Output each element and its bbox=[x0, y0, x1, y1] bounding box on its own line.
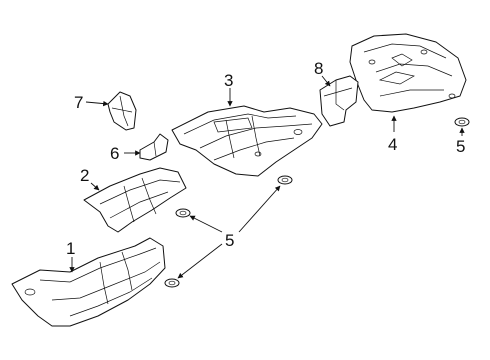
grommet-5-c bbox=[175, 208, 191, 218]
callout-6: 6 bbox=[110, 144, 119, 163]
grommet-5-b bbox=[277, 175, 293, 185]
bracket-8 bbox=[319, 75, 359, 127]
callout-5-center: 5 bbox=[225, 231, 234, 250]
leader-5-to-d bbox=[177, 243, 223, 279]
leader-8 bbox=[321, 75, 331, 87]
callout-8: 8 bbox=[314, 59, 323, 78]
callout-3: 3 bbox=[224, 71, 233, 90]
underbody-shield-3 bbox=[171, 105, 323, 177]
bracket-7 bbox=[107, 91, 137, 131]
grommet-5-a bbox=[454, 117, 470, 127]
callout-4: 4 bbox=[388, 135, 397, 154]
leader-5-to-b bbox=[238, 185, 281, 233]
grommet-5-d bbox=[164, 278, 180, 288]
callout-1: 1 bbox=[66, 239, 75, 258]
bracket-6 bbox=[139, 133, 169, 161]
leader-5-to-c bbox=[189, 215, 223, 233]
leader-2 bbox=[90, 182, 100, 191]
callout-7: 7 bbox=[74, 93, 83, 112]
heat-shield-1 bbox=[11, 237, 166, 327]
callout-2: 2 bbox=[80, 166, 89, 185]
leader-7 bbox=[85, 100, 109, 107]
callout-5-right: 5 bbox=[456, 137, 465, 156]
rear-shield-4 bbox=[349, 33, 467, 113]
heat-shield-2 bbox=[83, 167, 187, 233]
